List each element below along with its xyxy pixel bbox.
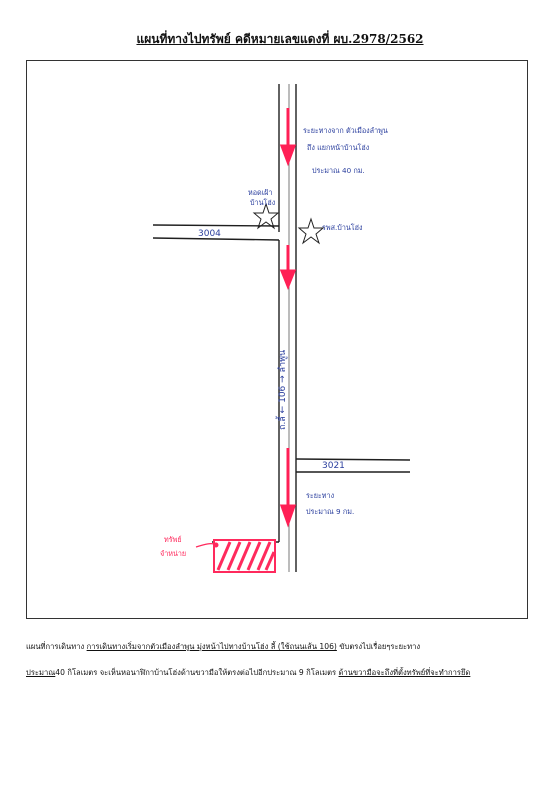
description-line-1: แผนที่การเดินทาง การเดินทางเริ่มจากตัวเม…: [26, 634, 536, 660]
description-text: ด้านขวามือจะถึงที่ตั้งทรัพย์ที่จะทำการยึ…: [338, 668, 471, 677]
arrow-down-icon: [279, 269, 297, 291]
description-text: แผนที่การเดินทาง: [26, 642, 87, 651]
route-description: แผนที่การเดินทาง การเดินทางเริ่มจากตัวเม…: [26, 634, 536, 686]
description-text: ขับตรงไปเรื่อยๆระยะทาง: [336, 642, 421, 651]
road-3021-top: [295, 458, 411, 461]
clock-tower-star-icon: [252, 202, 280, 230]
property-label-line1: ทรัพย์: [164, 535, 182, 544]
road-106-label: ถ.ลี้ ← 106 → ลำพูน: [275, 350, 288, 430]
description-text: ประมาณ: [26, 668, 56, 677]
page-title: แผนที่ทางไปทรัพย์ คดีหมายเลขแดงที่ ผบ.29…: [136, 32, 424, 46]
route-note-bottom-line2: ประมาณ 9 กม.: [306, 507, 354, 516]
road-3004-label: 3004: [198, 229, 221, 239]
route-note-bottom-line1: ระยะทาง: [306, 491, 334, 500]
direction-arrows: [279, 108, 297, 528]
description-text: 40 กิโลเมตร จะเห็นหอนาฬิกาบ้านโฮ่งด้านขว…: [55, 668, 339, 677]
arrow-down-icon: [279, 144, 297, 167]
arrow-down-icon: [279, 504, 297, 528]
landmark-left-line2: บ้านโฮ่ง: [250, 198, 275, 207]
landmark-right-label: รพส.บ้านโฮ่ง: [322, 223, 363, 232]
hospital-star-icon: [297, 217, 325, 245]
property-marker: [195, 539, 276, 573]
landmark-left-line1: หอดเฝ้า: [248, 188, 272, 197]
property-label-line2: จำหน่าย: [160, 549, 186, 558]
route-note-top-line2: ถึง แยกหน้าบ้านโฮ่ง: [307, 143, 369, 152]
route-note-top-line1: ระยะทางจาก ตัวเมืองลำพูน: [303, 126, 388, 135]
road-lines: [152, 84, 411, 572]
route-map: [26, 60, 528, 619]
description-line-2: ประมาณ40 กิโลเมตร จะเห็นหอนาฬิกาบ้านโฮ่ง…: [26, 660, 536, 686]
description-text: การเดินทางเริ่มจากตัวเมืองลำพูน มุ่งหน้า…: [86, 642, 337, 651]
route-note-top-line3: ประมาณ 40 กม.: [312, 166, 365, 175]
road-3004-top: [152, 224, 280, 227]
road-3021-label: 3021: [322, 461, 345, 471]
road-3004-bottom: [152, 237, 280, 241]
